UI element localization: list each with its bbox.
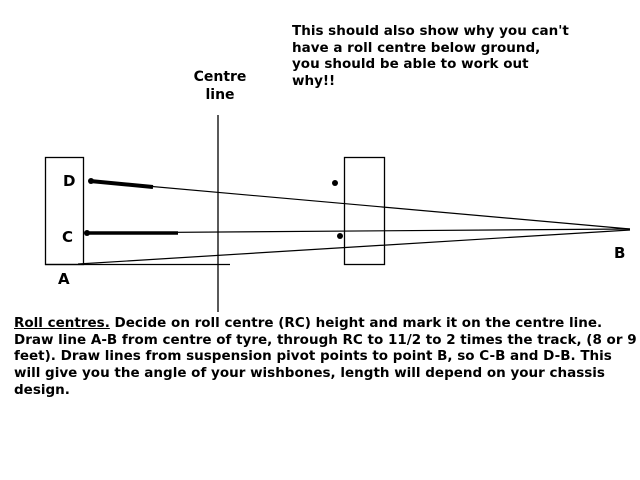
explanatory-note: This should also show why you can't have… (292, 23, 569, 89)
centre-line-label: Centre line (193, 69, 247, 103)
lower-pivot-dot (84, 230, 90, 236)
upper-wishbone (89, 179, 154, 189)
point-c-label: C (62, 228, 74, 246)
description-paragraph: Roll centres. Decide on roll centre (RC)… (14, 315, 639, 399)
description-body: Decide on roll centre (RC) height and ma… (14, 315, 637, 398)
upper-pivot-dot (88, 178, 94, 184)
description-heading: Roll centres. (14, 315, 110, 331)
right-tyre-box (343, 156, 386, 266)
right-upper-dot (332, 180, 338, 186)
line-d-b (89, 180, 631, 230)
right-lower-dot (337, 233, 343, 239)
point-b-label: B (614, 244, 626, 262)
point-a-label: A (58, 270, 70, 288)
point-d-label: D (63, 172, 76, 190)
line-a-b (77, 229, 631, 265)
